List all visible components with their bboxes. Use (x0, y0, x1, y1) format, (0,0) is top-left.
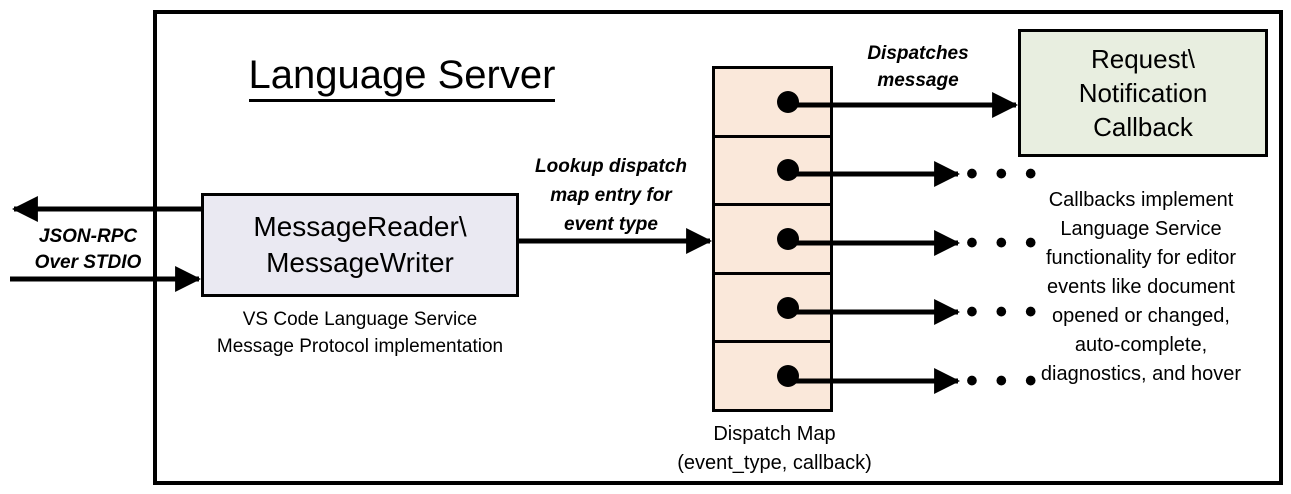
callback-caption-line4: events like document (1047, 276, 1235, 298)
lookup-dispatch-label: Lookup dispatch map entry for event type (520, 152, 702, 239)
callback-box-line2: Notification (1078, 78, 1208, 108)
dispatches-message-label: Dispatches message (838, 40, 998, 94)
dispatch-map-caption-line1: Dispatch Map (713, 423, 836, 445)
dispatch-map-caption-line2: (event_type, callback) (677, 452, 872, 474)
dispatch-map-row[interactable] (715, 138, 830, 207)
callback-caption-line6: auto-complete, (1074, 334, 1208, 356)
dispatch-ellipsis-3: • • • (966, 224, 1041, 262)
callback-box-line3: Callback (1093, 112, 1193, 142)
message-reader-writer-caption: VS Code Language Service Message Protoco… (185, 306, 535, 360)
language-server-frame (153, 10, 1283, 485)
request-notification-callback-box[interactable]: Request\ Notification Callback (1018, 29, 1268, 157)
dispatch-entry-dot-icon (777, 159, 799, 182)
message-reader-writer-line1: MessageReader\ (253, 211, 467, 242)
json-rpc-label-line1: JSON-RPC (38, 226, 138, 247)
callback-caption-line5: opened or changed, (1052, 305, 1230, 327)
callback-caption: Callbacks implement Language Service fun… (1012, 186, 1270, 389)
json-rpc-label: JSON-RPC Over STDIO (18, 224, 158, 276)
dispatch-entry-dot-icon (777, 365, 799, 388)
dispatches-message-label-line1: Dispatches (867, 43, 969, 64)
dispatch-ellipsis-4: • • • (966, 293, 1041, 331)
dispatch-map-row[interactable] (715, 343, 830, 409)
dispatch-map-caption: Dispatch Map (event_type, callback) (657, 420, 892, 478)
lookup-dispatch-label-line1: Lookup dispatch (535, 156, 687, 177)
dispatch-entry-dot-icon (777, 227, 799, 250)
callback-caption-line7: diagnostics, and hover (1040, 363, 1242, 385)
dispatch-ellipsis-2: • • • (966, 155, 1041, 193)
json-rpc-label-line2: Over STDIO (34, 252, 142, 273)
dispatch-map-row[interactable] (715, 275, 830, 344)
dispatch-map-row[interactable] (715, 206, 830, 275)
message-reader-writer-line2: MessageWriter (266, 247, 454, 278)
dispatch-ellipsis-5: • • • (966, 362, 1041, 400)
callback-box-line1: Request\ (1090, 44, 1196, 74)
callback-caption-line2: Language Service (1060, 218, 1222, 240)
page-title: Language Server (232, 52, 572, 102)
message-reader-writer-caption-line2: Message Protocol implementation (216, 336, 504, 357)
message-reader-writer-caption-line1: VS Code Language Service (242, 309, 478, 330)
callback-caption-line3: functionality for editor (1045, 247, 1237, 269)
dispatch-entry-dot-icon (777, 90, 799, 113)
message-reader-writer-box[interactable]: MessageReader\ MessageWriter (201, 193, 519, 297)
callback-caption-line1: Callbacks implement (1048, 189, 1234, 211)
page-title-text: Language Server (248, 53, 556, 102)
dispatches-message-label-line2: message (877, 70, 959, 91)
dispatch-entry-dot-icon (777, 296, 799, 319)
dispatch-map-table[interactable] (712, 66, 833, 412)
lookup-dispatch-label-line2: map entry for (550, 185, 672, 206)
dispatch-map-row[interactable] (715, 69, 830, 138)
lookup-dispatch-label-line3: event type (564, 214, 658, 235)
